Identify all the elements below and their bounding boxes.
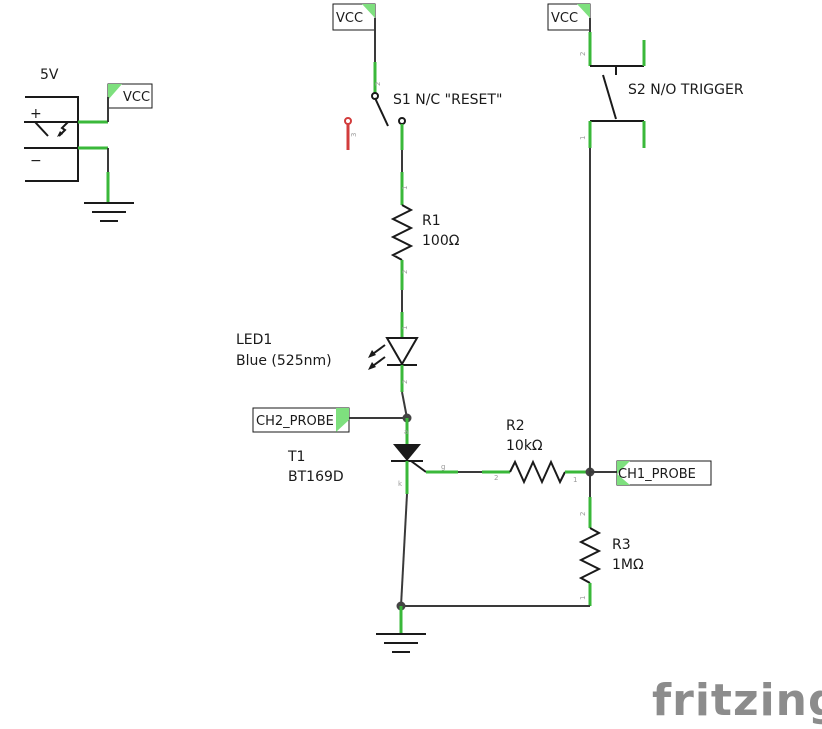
vcc-label-s2: VCC [551, 11, 578, 26]
svg-text:2: 2 [401, 380, 409, 384]
svg-text:k: k [398, 480, 403, 488]
probe-ch1-label: CH1_PROBE [618, 467, 696, 482]
vcc-tag-s2[interactable]: VCC [547, 3, 591, 31]
resistor-r1-value: 100Ω [422, 233, 460, 249]
svg-text:1: 1 [579, 136, 587, 140]
resistor-r1[interactable]: 1 2 R1 100Ω [390, 172, 460, 290]
led1[interactable]: 1 2 LED1 Blue (525nm) [236, 312, 419, 392]
resistor-r3-name: R3 [612, 537, 631, 553]
svg-text:1: 1 [579, 596, 587, 600]
resistor-r2-value: 10kΩ [506, 438, 543, 454]
svg-text:g: g [441, 463, 445, 471]
resistor-r3-value: 1MΩ [612, 557, 644, 573]
switch-s1[interactable]: 2 3 S1 N/C "RESET" [344, 62, 502, 150]
switch-s1-label: S1 N/C "RESET" [393, 92, 502, 108]
probe-ch2-tag[interactable]: CH2_PROBE [252, 407, 350, 433]
vcc-tag-s1[interactable]: VCC [332, 3, 376, 31]
ground-symbol-main [376, 606, 426, 653]
switch-s2-label: S2 N/O TRIGGER [628, 82, 744, 98]
resistor-r2[interactable]: 2 1 R2 10kΩ [482, 418, 590, 485]
vcc-label-s1: VCC [336, 11, 363, 26]
probe-ch2-label: CH2_PROBE [256, 414, 334, 429]
ground-symbol-supply [84, 172, 134, 222]
fritzing-logo: fritzing [652, 675, 822, 726]
plus-sign: + [30, 106, 42, 122]
probe-ch1-tag[interactable]: CH1_PROBE [616, 460, 712, 486]
led1-value: Blue (525nm) [236, 353, 332, 369]
supply-vcc-tag[interactable]: VCC [107, 83, 153, 109]
svg-text:a: a [404, 428, 408, 436]
svg-text:1: 1 [401, 186, 409, 190]
svg-text:2: 2 [579, 52, 587, 56]
supply-vcc-label: VCC [123, 90, 150, 105]
dc-power-supply[interactable]: + − 5V [24, 67, 108, 182]
svg-text:2: 2 [401, 270, 409, 274]
resistor-r2-name: R2 [506, 418, 525, 434]
led1-name: LED1 [236, 332, 272, 348]
resistor-r3[interactable]: 2 1 R3 1MΩ [578, 497, 644, 606]
switch-s2[interactable]: 2 1 S2 N/O TRIGGER [579, 32, 744, 148]
svg-text:2: 2 [579, 512, 587, 516]
thyristor-t1-value: BT169D [288, 469, 344, 485]
minus-sign: − [30, 153, 42, 169]
svg-text:1: 1 [573, 476, 577, 484]
thyristor-t1-name: T1 [287, 449, 305, 465]
svg-text:3: 3 [350, 133, 358, 137]
resistor-r1-name: R1 [422, 213, 441, 229]
svg-text:2: 2 [494, 474, 498, 482]
svg-text:2: 2 [374, 82, 382, 86]
svg-text:1: 1 [401, 326, 409, 330]
supply-label: 5V [40, 67, 59, 83]
thyristor-t1[interactable]: a g k T1 BT169D [287, 418, 458, 494]
